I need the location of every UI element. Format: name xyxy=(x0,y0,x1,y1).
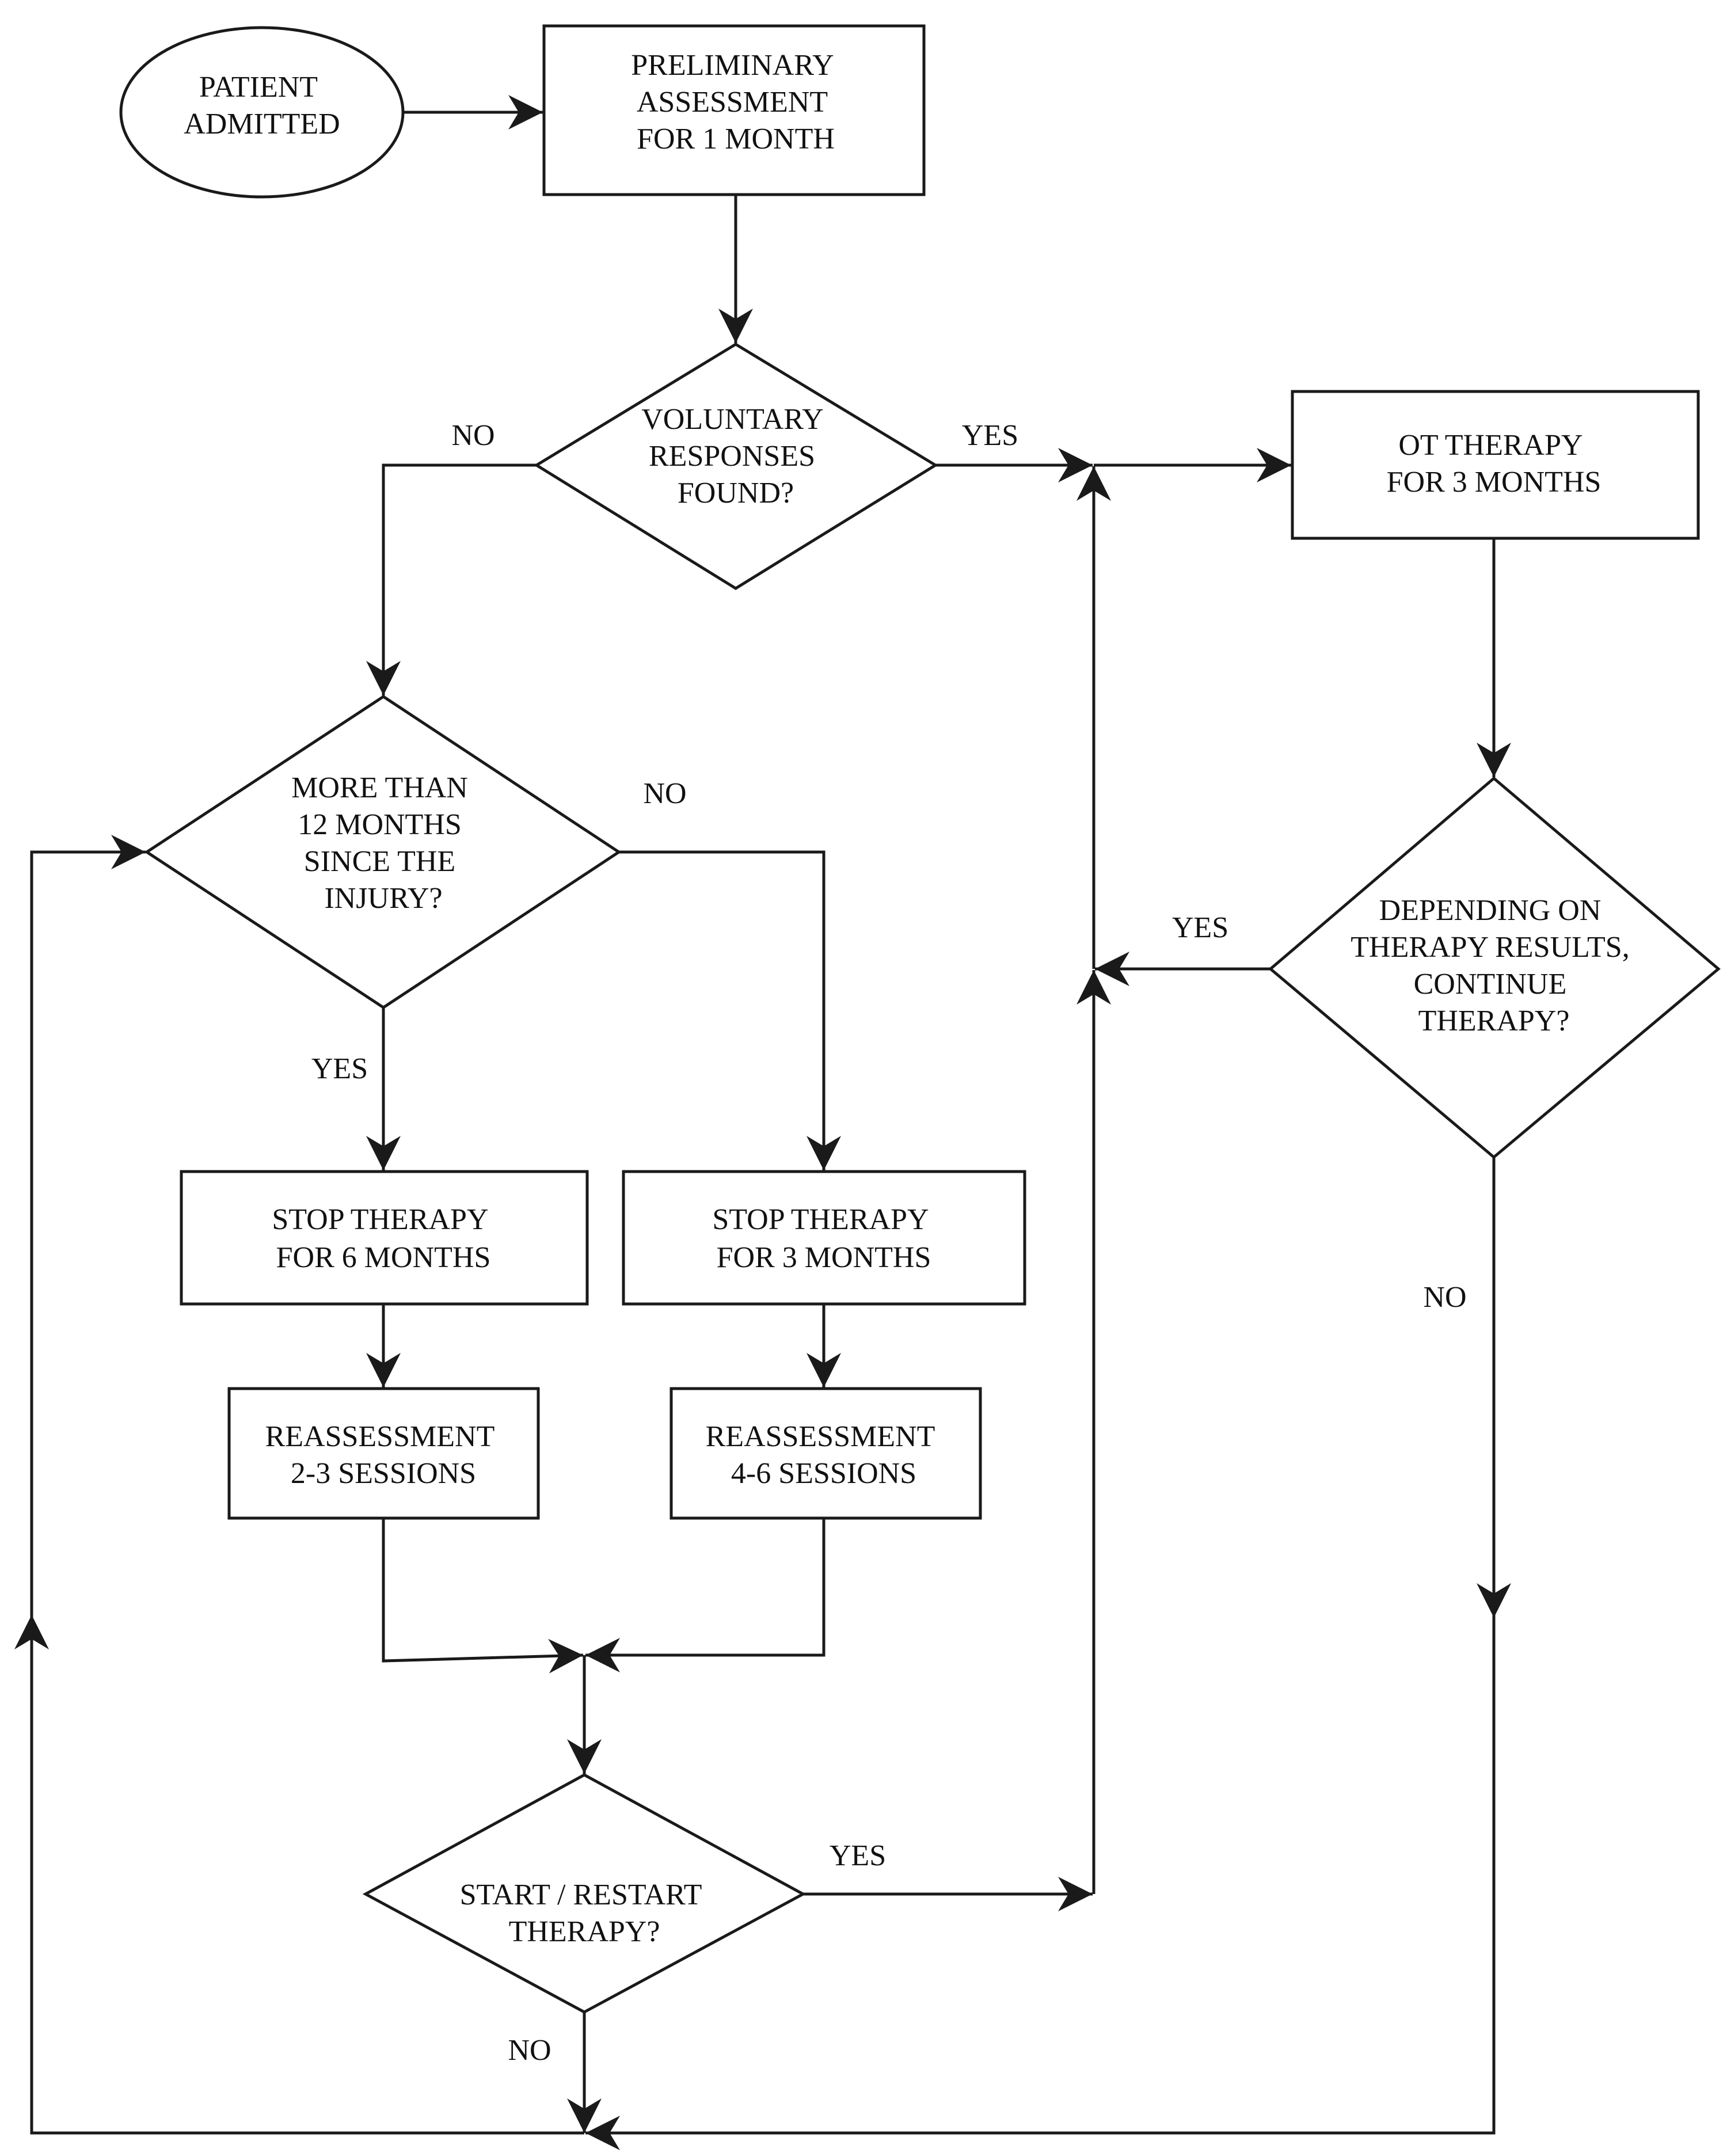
text-voluntary-responses: VOLUNTARY RESPONSES FOUND? xyxy=(641,403,830,509)
text-depending-on: DEPENDING ON THERAPY RESULTS, CONTINUE T… xyxy=(1351,894,1637,1037)
text-stop-therapy-6: STOP THERAPY FOR 6 MONTHS xyxy=(272,1203,494,1274)
edge-more12-no xyxy=(619,850,841,1170)
text-reassessment-23: REASSESSMENT 2-3 SESSIONS xyxy=(265,1420,502,1490)
edge-loop-bottom xyxy=(14,1615,584,2135)
label-depending-no: NO xyxy=(1423,1281,1466,1314)
edge-loop-left xyxy=(30,835,146,1615)
edge-depending-no-lower xyxy=(585,1618,1496,2150)
node-voluntary-responses xyxy=(534,343,938,590)
node-stop-therapy-3 xyxy=(622,1170,1026,1306)
label-more12-yes: YES xyxy=(311,1052,368,1085)
text-preliminary-assessment: PRELIMINARY ASSESSMENT FOR 1 MONTH xyxy=(631,49,840,155)
label-voluntary-no: NO xyxy=(451,419,494,452)
edge-reassess23-to-merge xyxy=(382,1518,584,1674)
text-start-restart: START / RESTART THERAPY? xyxy=(460,1879,709,1948)
label-voluntary-yes: YES xyxy=(962,419,1018,452)
text-stop-therapy-3: STOP THERAPY FOR 3 MONTHS xyxy=(712,1203,935,1274)
text-ot-therapy: OT THERAPY FOR 3 MONTHS xyxy=(1387,429,1602,499)
label-more12-no: NO xyxy=(643,777,686,810)
text-patient-admitted: PATIENT ADMITTED xyxy=(184,71,340,140)
edge-reassess46-to-merge xyxy=(585,1518,826,1672)
label-restart-yes: YES xyxy=(830,1839,886,1872)
node-reassessment-23 xyxy=(227,1387,540,1520)
node-ot-therapy xyxy=(1291,390,1700,540)
edge-voluntary-no xyxy=(366,463,537,695)
node-reassessment-46 xyxy=(670,1387,982,1520)
label-restart-no: NO xyxy=(508,2034,551,2067)
node-stop-therapy-6 xyxy=(180,1170,589,1306)
text-reassessment-46: REASSESSMENT 4-6 SESSIONS xyxy=(706,1420,942,1490)
node-preliminary-assessment xyxy=(542,24,926,196)
text-more-than-12: MORE THAN 12 MONTHS SINCE THE INJURY? xyxy=(291,771,476,915)
label-depending-yes: YES xyxy=(1172,911,1228,944)
